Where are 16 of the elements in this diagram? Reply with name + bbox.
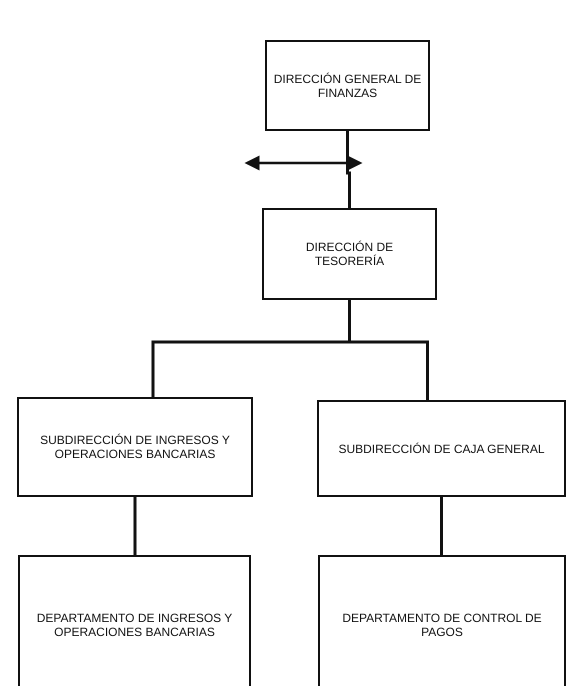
org-box	[318, 555, 566, 686]
org-box	[18, 555, 251, 686]
org-box	[265, 40, 430, 131]
org-box	[262, 208, 437, 300]
unit-name: SUBDIRECCIÓN DE INGRESOS Y OPERACIONES BANCARIAS	[39, 433, 231, 461]
org-box	[317, 400, 566, 497]
connector-line	[440, 497, 443, 555]
connector-line	[348, 300, 429, 400]
unit-name: DIRECCIÓN DE TESORERÍA	[304, 240, 394, 268]
connector-line	[134, 497, 136, 555]
unit-name: DIRECCIÓN GENERAL DE FINANZAS	[272, 72, 422, 100]
connector-line	[346, 131, 351, 208]
unit-name: SUBDIRECCIÓN DE CAJA GENERAL	[337, 442, 546, 456]
unit-name: DEPARTAMENTO DE CONTROL DE PAGOS	[341, 611, 543, 639]
org-box	[17, 397, 253, 497]
unit-name: DEPARTAMENTO DE INGRESOS Y OPERACIONES BANCARIAS	[36, 611, 234, 639]
